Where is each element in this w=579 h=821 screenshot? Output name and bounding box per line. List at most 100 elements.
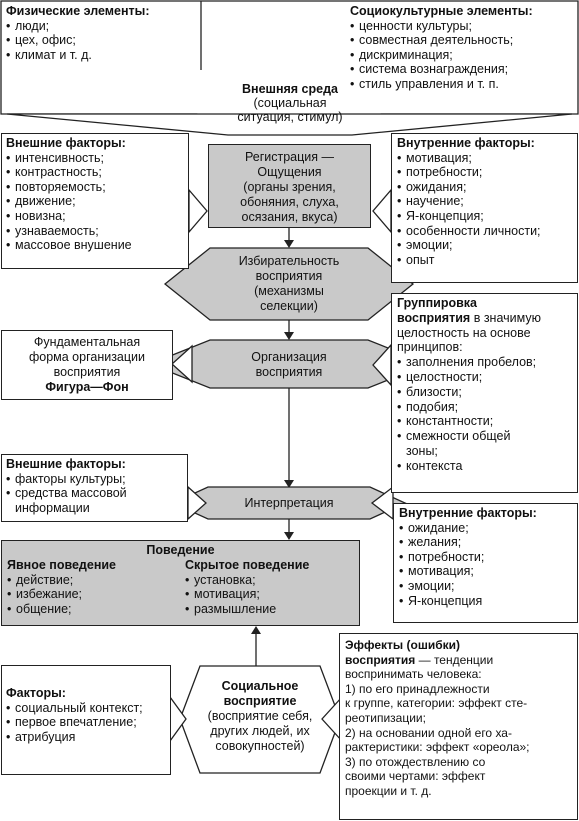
effects-line: реотипизации; [345,710,426,725]
external-factors-2-pointer [187,485,207,521]
list-item: социальный контекст; [6,701,166,716]
list-item: мотивация; [185,587,355,602]
hidden-behavior-title: Скрытое поведение [185,558,310,572]
list-item: новизна; [6,209,184,224]
effects-title-2: восприятия [345,652,416,667]
selectivity-label: Избирательность восприятия (механизмы се… [205,254,373,314]
grouping-text-2: целостность на основе [397,325,531,340]
internal-factors-2-list: ожидание; желания; потребности; мотиваци… [399,521,572,609]
effects-line: проекции и т. д. [345,783,432,798]
effects-line: своими чертами: эффект [345,769,486,784]
list-item: факторы культуры; [6,472,183,487]
list-item: размышление [185,602,355,617]
internal-factors-2: Внутренние факторы: ожидание; желания; п… [393,503,578,623]
list-item: общение; [7,602,177,617]
list-item: ценности культуры; [350,19,576,34]
selectivity-shape [163,247,415,321]
environment-label: Внешняя среда (социальная ситуация, стим… [200,82,380,124]
list-item: избежание; [7,587,177,602]
list-item: люди; [6,19,198,34]
interpretation-label: Интерпретация [244,496,334,510]
list-item: мотивация; [397,151,572,166]
list-item: смежности общей [397,429,572,444]
fundamental-line-4: Фигура—Фон [45,380,129,394]
effects-line: рактеристики: эффект «ореола»; [345,740,530,755]
external-factors-2-list: факторы культуры; средства массовой инфо… [6,472,183,516]
list-item: атрибуция [6,730,166,745]
factors-box: Факторы: социальный контекст; первое впе… [1,665,171,775]
hidden-behavior: Скрытое поведение установка; мотивация; … [185,558,355,616]
list-item: целостности; [397,370,572,385]
list-item: мотивация; [399,564,572,579]
list-item: узнаваемость; [6,224,184,239]
external-factors-1-title: Внешние факторы: [6,136,126,150]
list-item: цех, офис; [6,33,198,48]
factors-list: социальный контекст; первое впечатление;… [6,701,166,745]
external-factors-1-pointer [188,188,208,234]
effects-title-1: Эффекты (ошибки) [345,638,461,652]
external-factors-2-title: Внешние факторы: [6,457,126,471]
arrow-head-2 [284,332,294,340]
arrow-head-1 [284,240,294,248]
internal-factors-1-pointer [372,188,392,234]
list-item: опыт [397,253,572,268]
effects-line: 2) на основании одной его ха- [345,725,512,740]
registration-box: Регистрация — Ощущения (органы зрения, о… [208,144,371,228]
physical-title: Физические элементы: [6,4,150,18]
list-item: средства массовой [6,486,183,501]
grouping-box: Группировка восприятия в значимую целост… [391,293,578,493]
list-item: интенсивность; [6,151,184,166]
list-item: движение; [6,194,184,209]
list-item: контекста [397,459,572,474]
list-item: первое впечатление; [6,715,166,730]
arrow-head-4 [284,532,294,540]
external-factors-1-list: интенсивность; контрастность; повторяемо… [6,151,184,253]
external-factors-2-continuation: информации [15,500,90,515]
list-item: установка; [185,573,355,588]
social-perception-text-3: совокупностей) [215,739,305,753]
physical-elements: Физические элементы: люди; цех, офис; кл… [6,4,198,62]
list-item: климат и т. д. [6,48,198,63]
list-item: ожидания; [397,180,572,195]
factors-pointer [169,695,187,743]
explicit-behavior: Явное поведение действие; избежание; общ… [7,558,177,616]
fundamental-pointer [171,344,193,384]
effects-line: 3) по отождествлению со [345,754,486,769]
social-perception-label: Социальное восприятие (восприятие себя, … [190,679,330,754]
grouping-text-3: принципов: [397,340,463,355]
list-item: Я-концепция [399,594,572,609]
sociocultural-title: Социокультурные элементы: [350,4,533,18]
fundamental-form: Фундаментальная форма организации воспри… [1,330,173,400]
grouping-title-2: восприятия [397,310,471,325]
list-item: совместная деятельность; [350,33,576,48]
environment-title: Внешняя среда [242,82,338,96]
social-perception-text-2: других людей, их [210,724,310,738]
organization-label: Организация восприятия [210,350,368,380]
internal-factors-1: Внутренние факторы: мотивация; потребнос… [391,133,578,283]
arrow-head-3 [284,480,294,488]
effects-line: 1) по его принадлежности [345,681,490,696]
registration-line-4: обоняния, слуха, [240,195,339,209]
social-perception-title-2: восприятие [223,694,297,708]
social-perception-title-1: Социальное [221,679,299,693]
factors-title: Факторы: [6,686,66,700]
registration-line-2: Ощущения [257,165,322,179]
arrow-head-5 [251,626,261,634]
effects-box: Эффекты (ошибки) восприятия — тенденции … [339,633,578,820]
behavior-box: Поведение Явное поведение действие; избе… [1,540,360,626]
grouping-title-1: Группировка [397,296,477,310]
list-item: дискриминация; [350,48,576,63]
environment-funnel [6,113,573,136]
internal-factors-1-title: Внутренние факторы: [397,136,535,150]
list-item: особенности личности; [397,224,572,239]
effects-text-1: — тенденции [415,652,494,667]
selectivity-line-2: восприятия [255,269,323,283]
internal-factors-1-list: мотивация; потребности; ожидания; научен… [397,151,572,268]
list-item: желания; [399,535,572,550]
explicit-behavior-title: Явное поведение [7,558,117,572]
selectivity-line-4: селекции) [260,299,318,313]
list-item: действие; [7,573,177,588]
list-item: ожидание; [399,521,572,536]
external-factors-1: Внешние факторы: интенсивность; контраст… [1,133,189,269]
grouping-text-1: в значимую [473,310,541,325]
